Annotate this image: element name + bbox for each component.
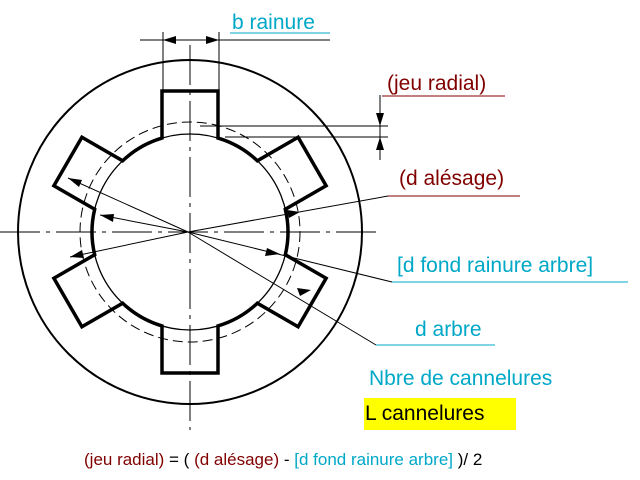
nbre-cannelures-label: Nbre de cannelures: [369, 367, 553, 390]
d-fond-rainure-arbre-label: [d fond rainure arbre]: [397, 254, 594, 277]
formula-d-alesage: (d alésage): [194, 450, 280, 469]
hub-outer-circle: [17, 59, 363, 405]
arrowhead: [287, 210, 300, 218]
arrowhead: [376, 137, 384, 150]
formula: (jeu radial) = ( (d alésage) - [d fond r…: [84, 450, 482, 470]
formula-operator: = (: [164, 450, 195, 469]
d-alesage-label: (d alésage): [399, 167, 505, 190]
arrowhead: [70, 250, 84, 258]
arrowhead: [100, 214, 114, 222]
arrowhead: [68, 178, 82, 187]
arrowhead: [265, 248, 280, 256]
arrowhead: [297, 288, 311, 296]
formula-operator: -: [279, 450, 295, 469]
arrowhead: [163, 36, 176, 44]
b-rainure-label: b rainure: [232, 11, 315, 34]
formula-d-fond-rainure-arbre: [d fond rainure arbre]: [294, 450, 454, 469]
arrowhead: [206, 36, 219, 44]
leader-lines: [67, 177, 628, 346]
arrowhead: [376, 113, 384, 126]
formula-jeu-radial: (jeu radial): [84, 450, 165, 469]
l-cannelures-label: L cannelures: [365, 402, 485, 425]
l-cannelures-highlight: [364, 398, 516, 430]
formula-operator: )/ 2: [453, 450, 483, 469]
bore-circle: [79, 121, 301, 343]
jeu-radial-label: (jeu radial): [387, 72, 487, 95]
spline-outline: [51, 89, 329, 375]
d-arbre-label: d arbre: [415, 318, 482, 341]
